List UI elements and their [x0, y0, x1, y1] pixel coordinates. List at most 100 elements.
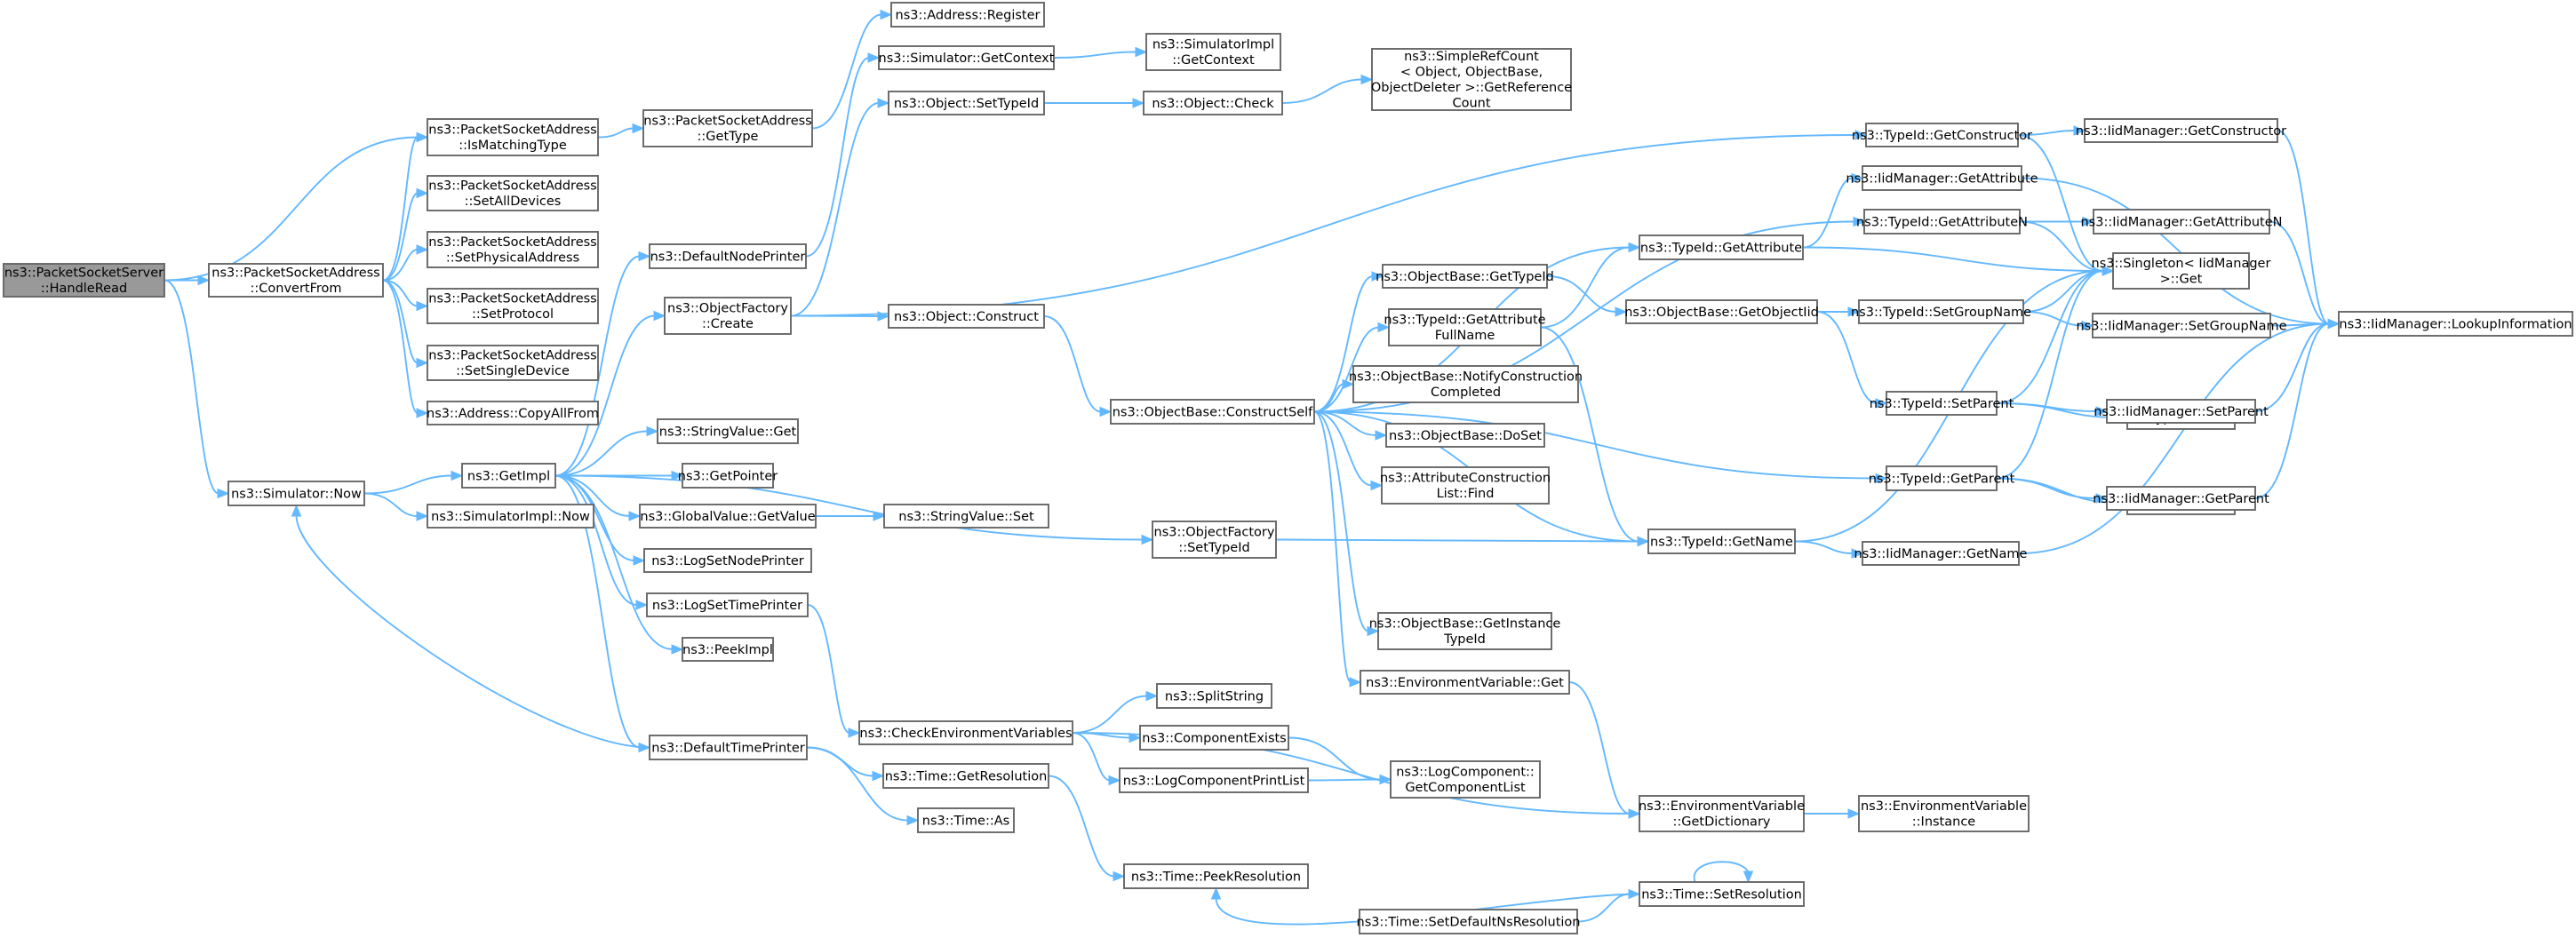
- edge-arrowhead: [416, 357, 429, 369]
- edge-arrowhead: [1875, 473, 1888, 484]
- node-type-id-set-parent[interactable]: ns3::TypeId::SetParent: [1870, 391, 2014, 416]
- node-get-pointer[interactable]: ns3::GetPointer: [678, 463, 778, 489]
- node-get-component-list[interactable]: ns3::LogComponent::GetComponentList: [1390, 760, 1541, 799]
- node-global-value-get-value[interactable]: ns3::GlobalValue::GetValue: [639, 504, 817, 529]
- node-ob-notify-construction[interactable]: ns3::ObjectBase::NotifyConstructionCompl…: [1349, 365, 1583, 403]
- node-check-env[interactable]: ns3::CheckEnvironmentVariables: [858, 720, 1073, 745]
- node-type-id-get-attribute-n[interactable]: ns3::TypeId::GetAttributeN: [1856, 209, 2028, 234]
- node-get-impl[interactable]: ns3::GetImpl: [461, 463, 556, 489]
- edge-line: [807, 604, 850, 734]
- node-sim-get-context[interactable]: ns3::Simulator::GetContext: [878, 45, 1055, 70]
- node-component-exists[interactable]: ns3::ComponentExists: [1139, 725, 1289, 751]
- node-label-line: Completed: [1431, 386, 1501, 400]
- node-split-string[interactable]: ns3::SplitString: [1156, 683, 1272, 709]
- node-ob-do-set[interactable]: ns3::ObjectBase::DoSet: [1385, 423, 1545, 448]
- node-iid-get-attribute[interactable]: ns3::IidManager::GetAttribute: [1846, 165, 2038, 191]
- call-edge: [382, 279, 429, 369]
- node-object-factory-set-type-id[interactable]: ns3::ObjectFactory::SetTypeId: [1152, 521, 1277, 559]
- node-obj-check[interactable]: ns3::Object::Check: [1143, 91, 1283, 115]
- node-log-set-time-printer[interactable]: ns3::LogSetTimePrinter: [646, 592, 809, 617]
- node-string-value-get[interactable]: ns3::StringValue::Get: [657, 418, 799, 444]
- node-is-matching-type[interactable]: ns3::PacketSocketAddress::IsMatchingType: [427, 118, 599, 156]
- node-copy-all-from[interactable]: ns3::Address::CopyAllFrom: [427, 401, 599, 425]
- edge-line: [1313, 410, 1878, 480]
- node-set-protocol[interactable]: ns3::PacketSocketAddress::SetProtocol: [427, 288, 599, 324]
- node-object-factory-create[interactable]: ns3::ObjectFactory::Create: [664, 297, 792, 335]
- node-box: [646, 592, 809, 617]
- edge-line: [382, 279, 419, 414]
- edge-line: [163, 279, 219, 495]
- call-edge: [790, 130, 1868, 317]
- node-iid-get-constructor[interactable]: ns3::IidManager::GetConstructor: [2076, 118, 2286, 143]
- edge-line: [1568, 681, 1631, 815]
- node-env-var-instance[interactable]: ns3::EnvironmentVariable::Instance: [1858, 795, 2030, 832]
- node-label-line: ::SetProtocol: [472, 307, 554, 322]
- node-sim-impl-get-context[interactable]: ns3::SimulatorImpl::GetContext: [1145, 33, 1281, 71]
- node-obj-set-type-id[interactable]: ns3::Object::SetTypeId: [888, 91, 1045, 115]
- node-ref-count[interactable]: ns3::SimpleRefCount< Object, ObjectBase,…: [1371, 48, 1572, 111]
- node-default-time-printer[interactable]: ns3::DefaultTimePrinter: [649, 735, 808, 760]
- node-env-var-get[interactable]: ns3::EnvironmentVariable::Get: [1360, 670, 1570, 695]
- edge-arrowhead: [2095, 493, 2109, 504]
- node-type-id-get-parent[interactable]: ns3::TypeId::GetParent: [1869, 465, 2015, 491]
- edge-line: [382, 249, 419, 282]
- node-log-component-print-list[interactable]: ns3::LogComponentPrintList: [1119, 767, 1309, 793]
- edge-line: [1053, 51, 1137, 59]
- edge-arrowhead: [1128, 732, 1142, 743]
- node-set-physical-address[interactable]: ns3::PacketSocketAddress::SetPhysicalAdd…: [427, 231, 599, 268]
- node-time-set-default-ns[interactable]: ns3::Time::SetDefaultNsResolution: [1357, 909, 1581, 934]
- call-edge: [1275, 536, 1650, 547]
- node-singleton-get[interactable]: ns3::Singleton< IidManager>::Get: [2092, 252, 2271, 290]
- node-iid-lookup[interactable]: ns3::IidManager::LookupInformation: [2338, 311, 2573, 337]
- node-psa-get-type[interactable]: ns3::PacketSocketAddress::GetType: [642, 109, 813, 147]
- edge-line: [1996, 477, 2098, 499]
- node-label-line: ns3::ObjectBase::NotifyConstruction: [1349, 370, 1583, 385]
- node-type-id-get-name[interactable]: ns3::TypeId::GetName: [1647, 529, 1796, 554]
- edge-line: [1288, 736, 1382, 781]
- node-obj-construct[interactable]: ns3::Object::Construct: [888, 304, 1045, 329]
- node-construct-self[interactable]: ns3::ObjectBase::ConstructSelf: [1110, 399, 1315, 425]
- node-string-value-set[interactable]: ns3::StringValue::Set: [883, 504, 1049, 529]
- node-ob-get-type-id[interactable]: ns3::ObjectBase::GetTypeId: [1376, 264, 1554, 289]
- node-ob-get-object-iid[interactable]: ns3::ObjectBase::GetObjectIid: [1624, 299, 1819, 324]
- node-convert-from[interactable]: ns3::PacketSocketAddress::ConvertFrom: [208, 263, 384, 298]
- node-sim-now[interactable]: ns3::Simulator::Now: [227, 481, 365, 506]
- node-iid-get-name[interactable]: ns3::IidManager::GetName: [1854, 541, 2028, 566]
- edge-arrowhead: [1847, 306, 1861, 317]
- edge-line: [2019, 220, 2104, 272]
- node-set-single-device[interactable]: ns3::PacketSocketAddress::SetSingleDevic…: [427, 345, 599, 381]
- node-time-get-resolution[interactable]: ns3::Time::GetResolution: [882, 763, 1049, 789]
- node-type-id-set-group-name[interactable]: ns3::TypeId::SetGroupName: [1851, 299, 2031, 324]
- node-type-id-get-attribute[interactable]: ns3::TypeId::GetAttribute: [1639, 234, 1804, 260]
- node-type-id-get-constructor[interactable]: ns3::TypeId::GetConstructor: [1852, 123, 2032, 147]
- edge-line: [2022, 311, 2084, 327]
- node-address-register[interactable]: ns3::Address::Register: [890, 2, 1045, 28]
- node-handle-read[interactable]: ns3::PacketSocketServer::HandleRead: [3, 263, 165, 298]
- edge-arrowhead: [1628, 242, 1641, 253]
- node-iid-set-parent[interactable]: ns3::IidManager::SetParent: [2093, 399, 2269, 424]
- node-set-all-devices[interactable]: ns3::PacketSocketAddress::SetAllDevices: [427, 175, 599, 211]
- node-env-var-get-dictionary[interactable]: ns3::EnvironmentVariable::GetDictionary: [1639, 795, 1805, 832]
- node-label-line: ns3::Address::CopyAllFrom: [427, 407, 599, 421]
- node-time-peek-resolution[interactable]: ns3::Time::PeekResolution: [1123, 863, 1309, 889]
- node-default-node-printer[interactable]: ns3::DefaultNodePrinter: [649, 243, 807, 269]
- node-time-set-resolution[interactable]: ns3::Time::SetResolution: [1639, 881, 1805, 907]
- node-label-line: ns3::TypeId::GetAttribute: [1640, 241, 1802, 255]
- call-edge: [1576, 888, 1641, 923]
- node-iid-set-group-name[interactable]: ns3::IidManager::SetGroupName: [2076, 313, 2287, 338]
- node-box: [1123, 863, 1309, 889]
- edge-arrowhead: [2095, 406, 2109, 417]
- node-peek-impl[interactable]: ns3::PeekImpl: [682, 637, 774, 662]
- node-sim-impl-now[interactable]: ns3::SimulatorImpl::Now: [427, 504, 594, 529]
- node-log-set-node-printer[interactable]: ns3::LogSetNodePrinter: [643, 548, 812, 573]
- node-box: [1865, 123, 2019, 147]
- call-edge: [1816, 311, 1888, 409]
- edge-line: [1540, 326, 1639, 543]
- node-iid-get-attribute-n[interactable]: ns3::IidManager::GetAttributeN: [2080, 209, 2283, 234]
- node-time-as[interactable]: ns3::Time::As: [917, 807, 1015, 833]
- node-iid-get-parent[interactable]: ns3::IidManager::GetParent: [2093, 486, 2269, 511]
